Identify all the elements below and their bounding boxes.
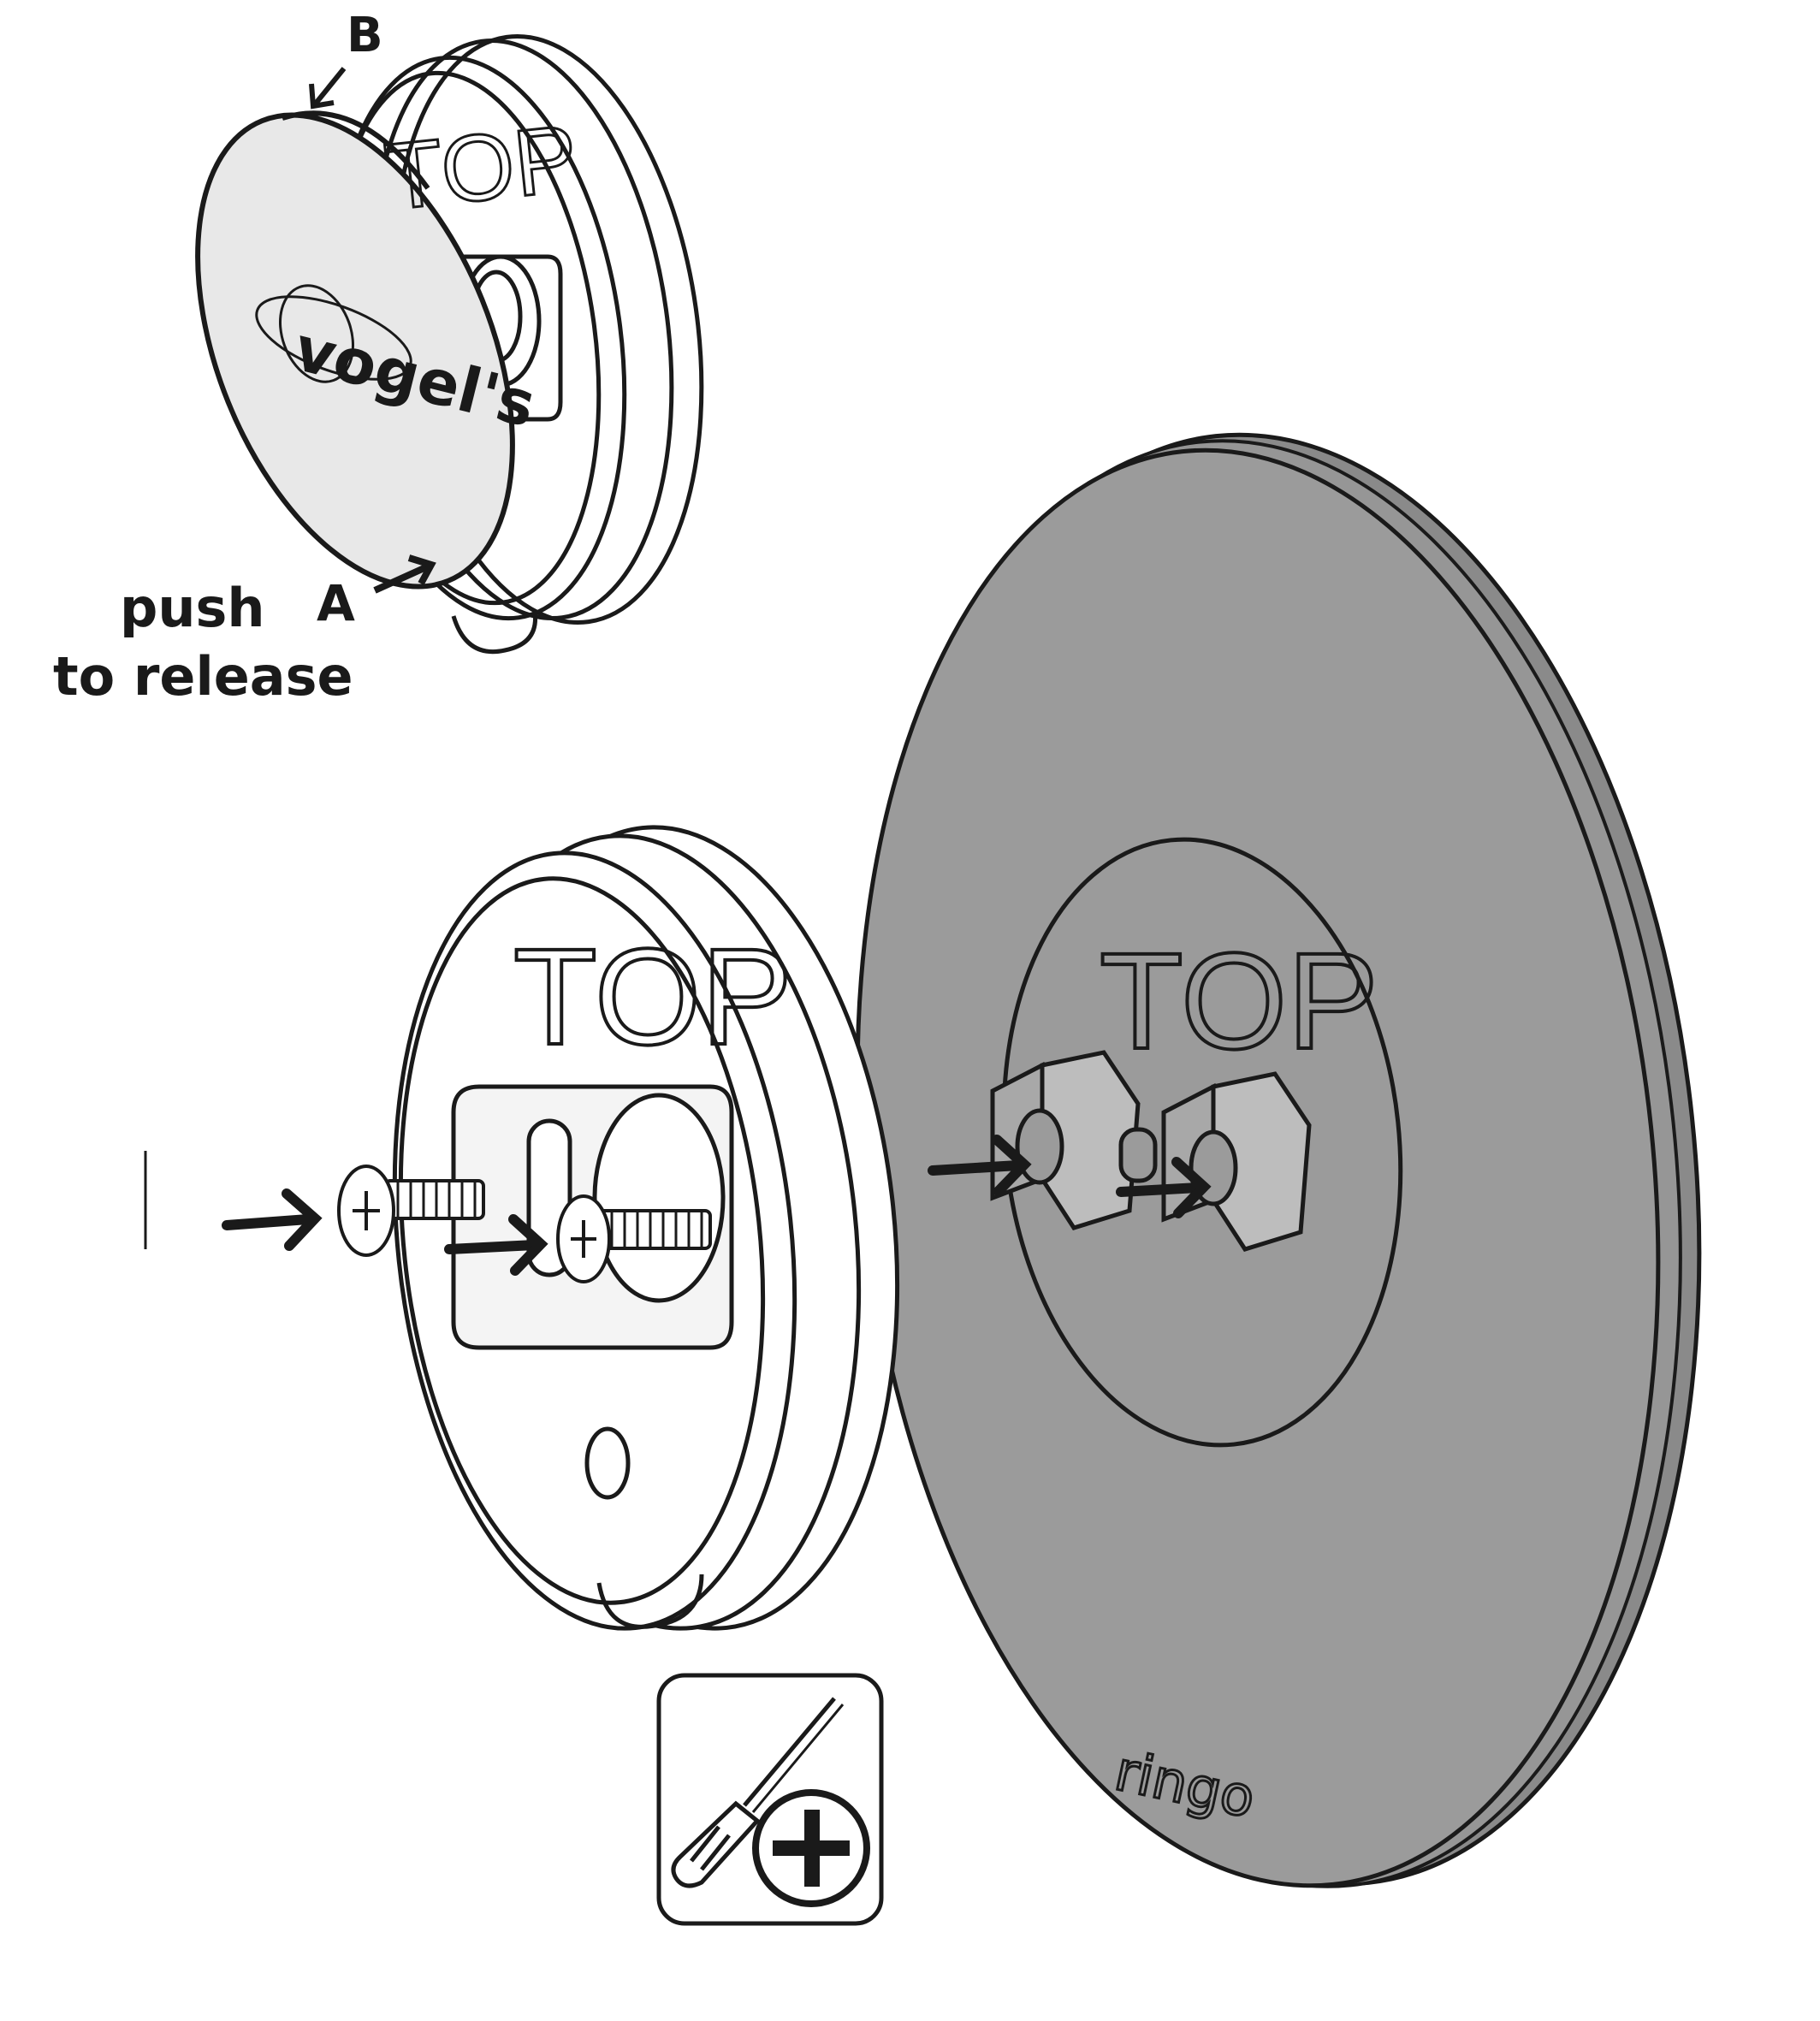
hex-nut-right — [1118, 1071, 1312, 1252]
arrow-a-icon — [373, 554, 436, 594]
cap-release-detail — [195, 33, 704, 655]
housing-slot-hole-outer — [592, 1093, 726, 1303]
screw-left — [337, 1165, 485, 1257]
logo-cap-edge — [282, 110, 430, 190]
housing-top-label: TOP — [513, 920, 792, 1073]
push-label: push — [120, 577, 265, 639]
label-b: B — [347, 8, 383, 63]
plate-top-label: TOP — [1100, 924, 1378, 1077]
small-housing-slot — [445, 254, 563, 422]
logo-orbit-icon — [255, 295, 412, 381]
label-a: A — [317, 574, 355, 632]
logo-cap — [195, 112, 515, 590]
release-label: to release — [53, 645, 353, 708]
tool-icon-box — [656, 1673, 884, 1926]
phillips-screwdriver-icon — [671, 1697, 845, 1888]
arrow-insert-3-icon — [928, 1135, 1032, 1196]
arrow-b-icon — [309, 67, 347, 110]
logo-orbit-icon-2 — [278, 284, 355, 383]
plus-icon — [752, 1789, 870, 1907]
arrow-insert-4-icon — [1116, 1157, 1212, 1218]
arrow-insert-2-icon — [444, 1214, 548, 1276]
arrow-insert-1-icon — [222, 1188, 323, 1251]
screw-right — [556, 1194, 712, 1283]
housing-foot — [596, 1574, 704, 1629]
housing-bottom-hole — [584, 1426, 631, 1500]
small-top-label: TOP — [381, 105, 583, 230]
small-housing-foot — [451, 611, 538, 655]
